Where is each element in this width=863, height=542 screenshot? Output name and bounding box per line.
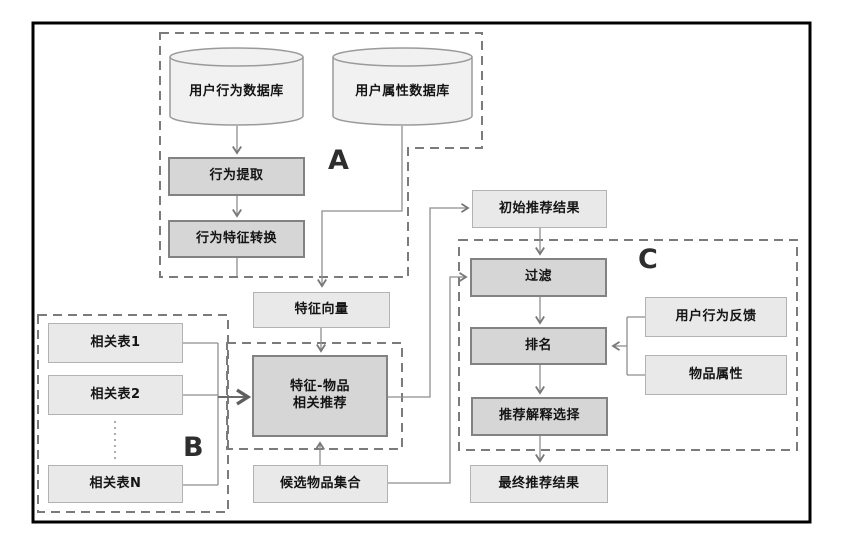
node-rec-explanation-selection: 推荐解释选择	[471, 397, 608, 436]
node-label: 过滤	[524, 269, 552, 285]
node-label: 最终推荐结果	[498, 475, 580, 491]
region-b-label: B	[183, 432, 204, 463]
node-behavior-feature-conversion: 行为特征转换	[168, 220, 305, 258]
node-label: 相关表2	[90, 386, 141, 402]
region-a-outline	[159, 32, 483, 278]
node-label: 用户行为数据库	[189, 83, 284, 99]
node-label: 行为特征转换	[195, 230, 277, 246]
node-label: 排名	[524, 337, 552, 353]
database-cylinder-user-behavior	[169, 47, 304, 126]
node-label-line1: 特征-物品	[290, 379, 350, 395]
node-behavior-extraction: 行为提取	[168, 157, 305, 196]
node-candidate-item-set: 候选物品集合	[253, 465, 388, 503]
node-label: 初始推荐结果	[498, 200, 580, 216]
arrow-featureitem-to-initial	[388, 203, 470, 398]
region-c-label: C	[638, 244, 658, 275]
node-label: 相关表N	[89, 475, 142, 491]
feature-item-rec-outline	[226, 342, 403, 450]
node-feature-vector: 特征向量	[253, 292, 390, 328]
node-related-table-1: 相关表1	[48, 323, 183, 363]
node-label: 用户属性数据库	[355, 83, 450, 99]
node-initial-rec-result: 初始推荐结果	[472, 190, 607, 228]
database-cylinder-user-attribute	[332, 47, 473, 126]
node-label: 特征向量	[294, 301, 349, 317]
region-c-outline	[458, 239, 798, 451]
arrow-candidate-to-filter	[388, 272, 468, 484]
node-label: 相关表1	[90, 334, 141, 350]
node-ranking: 排名	[470, 327, 607, 365]
node-user-behavior-db: 用户行为数据库	[170, 74, 303, 104]
node-related-table-n: 相关表N	[48, 465, 183, 503]
node-item-attributes: 物品属性	[645, 355, 787, 395]
node-final-rec-result: 最终推荐结果	[470, 465, 608, 503]
node-feature-item-recommendation: 特征-物品 相关推荐	[252, 355, 388, 437]
connectors	[114, 126, 645, 486]
node-label: 物品属性	[688, 366, 743, 382]
node-label: 行为提取	[209, 168, 264, 184]
node-user-behavior-feedback: 用户行为反馈	[645, 297, 787, 337]
node-label: 用户行为反馈	[675, 308, 757, 324]
node-label: 候选物品集合	[279, 475, 361, 491]
region-a-label: A	[328, 145, 349, 176]
node-label-line2: 相关推荐	[292, 396, 347, 411]
node-filter: 过滤	[470, 258, 607, 297]
region-b-outline	[37, 314, 229, 513]
node-related-table-2: 相关表2	[48, 375, 183, 415]
node-user-attribute-db: 用户属性数据库	[333, 74, 472, 104]
arrow-attributedb-to-featurevector	[317, 126, 403, 288]
node-label: 推荐解释选择	[498, 408, 580, 424]
